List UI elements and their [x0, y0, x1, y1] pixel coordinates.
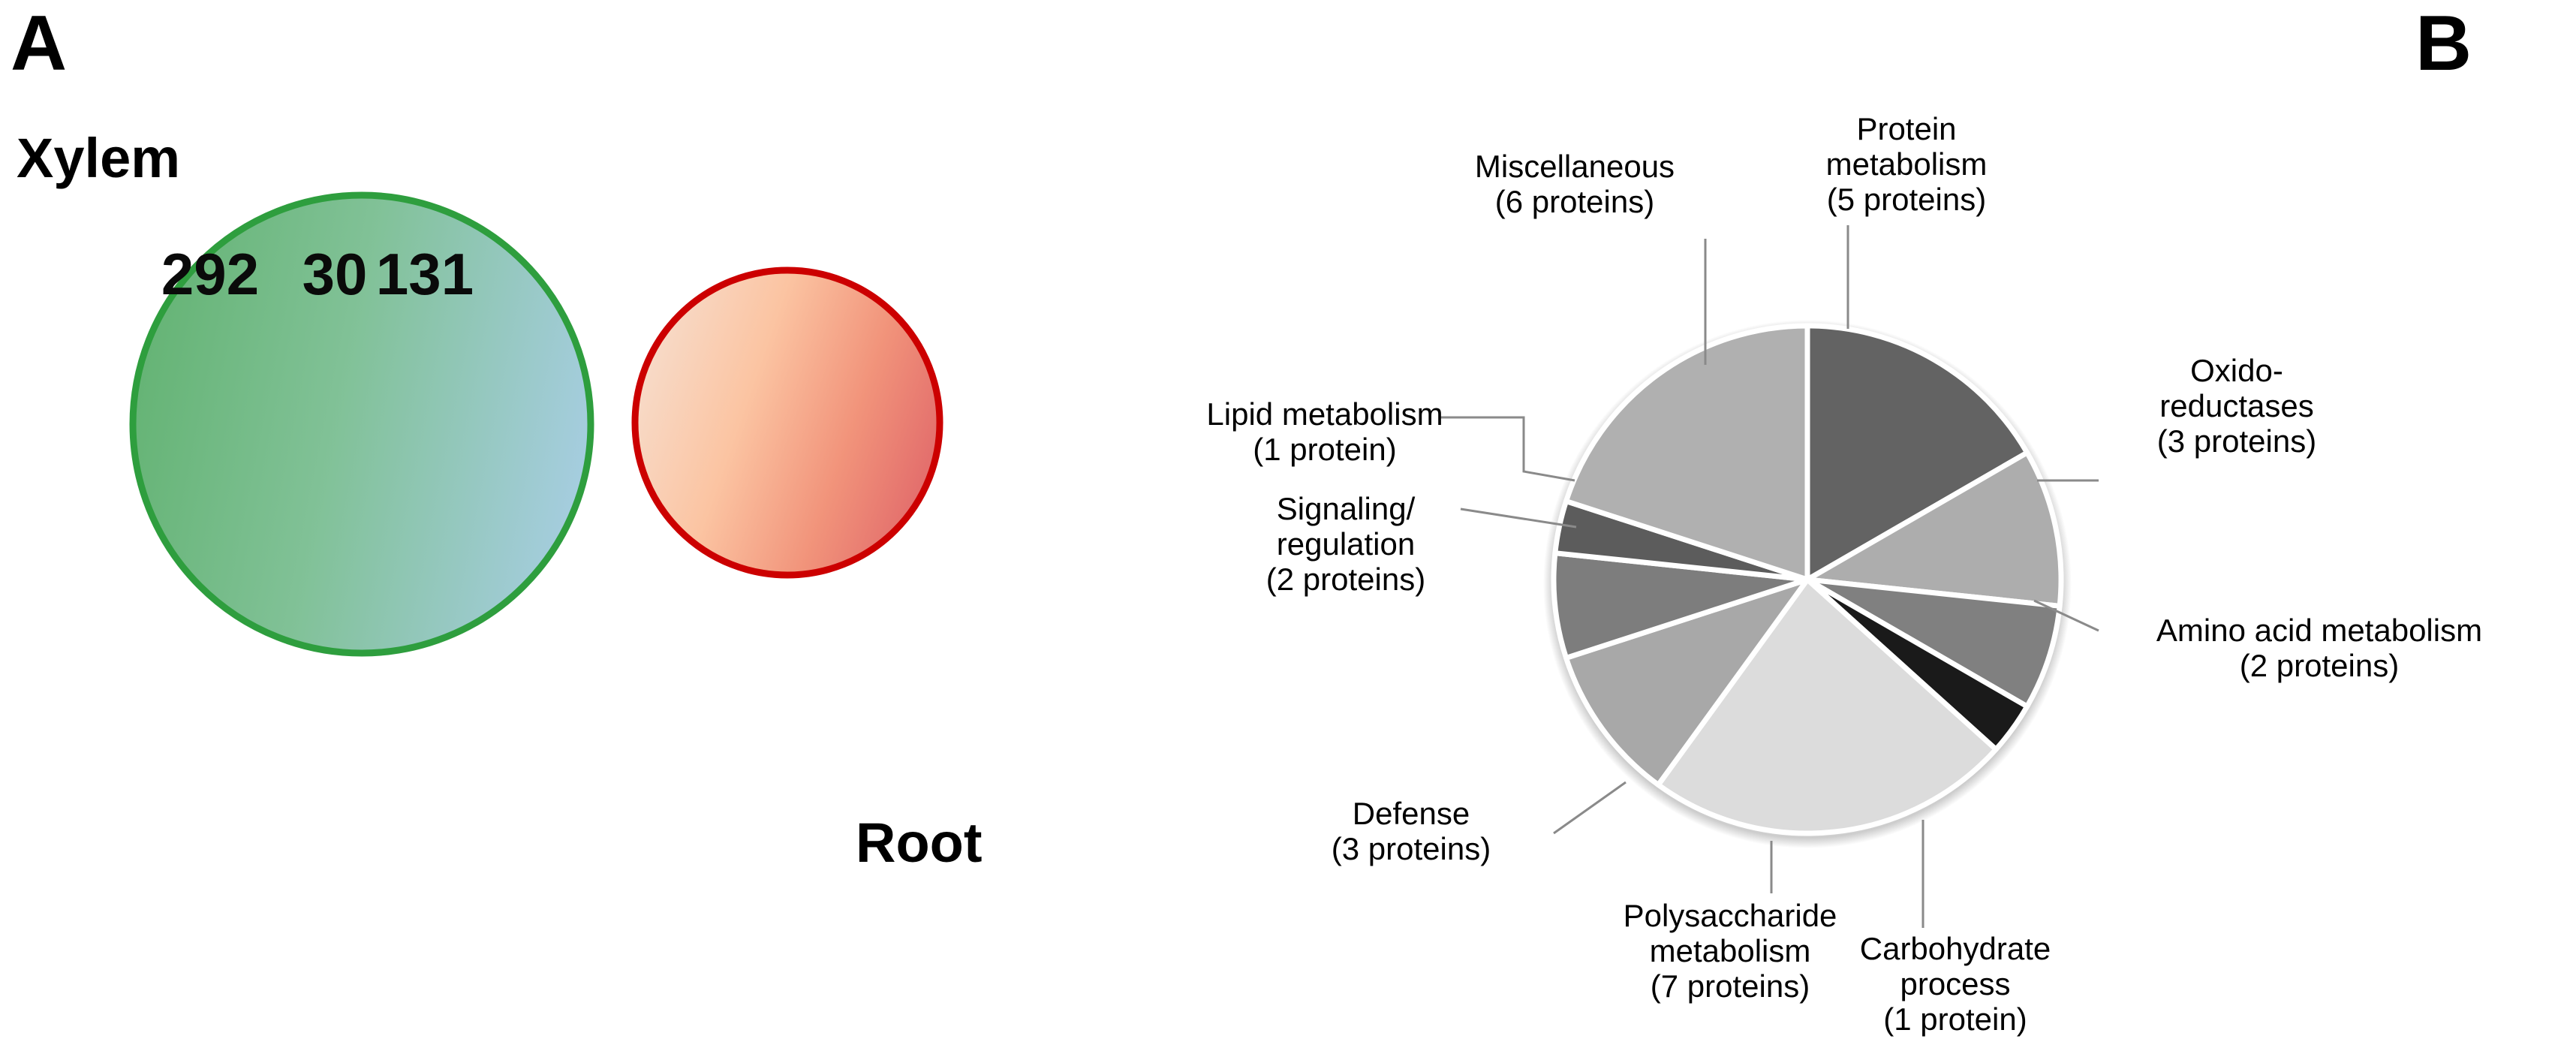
- pie-label-signaling-regulation-count: (2 proteins): [1265, 562, 1426, 598]
- pie-slice-polysaccharide-metabolism: [1655, 577, 1999, 836]
- pie-label-carbohydrate-process-name-line2: process: [1900, 966, 2011, 1002]
- pie-label-polysaccharide-metabolism-count: (7 proteins): [1650, 968, 1810, 1004]
- pie-label-lipid-metabolism-count: (1 protein): [1253, 432, 1397, 468]
- leader-line-signaling-regulation: [1460, 507, 1577, 529]
- pie-label-protein-metabolism-name-line2: metabolism: [1825, 146, 1988, 182]
- pie-label-polysaccharide-metabolism-name-line2: metabolism: [1649, 933, 1811, 969]
- venn-svg: [129, 191, 943, 657]
- venn-circle-root: [631, 267, 943, 579]
- venn-circle-xylem: [129, 191, 594, 657]
- pie-label-miscellaneous-name: Miscellaneous: [1474, 149, 1675, 184]
- pie-label-polysaccharide-metabolism: Polysaccharide metabolism (7 proteins): [1554, 898, 1906, 1004]
- pie-label-oxidoreductases-count: (3 proteins): [2156, 423, 2317, 459]
- venn-count-intersection: 30: [302, 241, 368, 307]
- leader-line-defense: [1553, 781, 1627, 835]
- pie-label-amino-acid-metabolism-count: (2 proteins): [2239, 648, 2400, 684]
- panel-a-venn-diagram: A Xylem Root 292 30 131: [0, 0, 1201, 1045]
- leader-line-lipid-metabolism: [1440, 416, 1575, 482]
- pie-label-oxidoreductases: Oxido- reductases (3 proteins): [2094, 353, 2379, 459]
- pie-label-signaling-regulation-name-line2: regulation: [1276, 526, 1416, 562]
- pie-slice-amino-acid-metabolism: [1804, 577, 2063, 709]
- pie-label-lipid-metabolism-name: Lipid metabolism: [1206, 396, 1443, 432]
- pie-slice-oxido-reductases: [1804, 450, 2064, 609]
- pie-svg: [1440, 225, 2099, 928]
- panel-b-letter: B: [2415, 0, 2472, 87]
- pie-label-carbohydrate-process-count: (1 protein): [1883, 1001, 2027, 1037]
- pie-slice-defense: [1563, 577, 1810, 788]
- venn-set-label-xylem: Xylem: [17, 127, 181, 189]
- pie-label-lipid-metabolism: Lipid metabolism (1 protein): [1201, 396, 1449, 467]
- pie-label-defense-count: (3 proteins): [1331, 831, 1491, 867]
- pie-label-signaling-regulation: Signaling/ regulation (2 proteins): [1222, 491, 1470, 597]
- pie-label-signaling-regulation-name-line1: Signaling/: [1276, 491, 1416, 526]
- panel-b-pie-chart: B Miscellaneous (6 protein: [1201, 0, 2576, 1045]
- pie-slice-signaling-regulation: [1551, 550, 1810, 661]
- pie-label-amino-acid-metabolism-name: Amino acid metabolism: [2156, 613, 2483, 648]
- pie-label-miscellaneous-count: (6 proteins): [1494, 184, 1655, 220]
- leader-line-amino-acid-metabolism: [2033, 599, 2099, 632]
- pie-label-oxidoreductases-name-line1: Oxido-: [2190, 353, 2283, 388]
- pie-label-protein-metabolism-name-line1: Protein: [1856, 111, 1957, 146]
- panel-a-letter: A: [11, 0, 67, 87]
- pie-label-defense: Defense (3 proteins): [1268, 796, 1554, 866]
- pie-slice-protein-metabolism: [1804, 323, 2030, 583]
- pie-label-carbohydrate-process: Carbohydrate process (1 protein): [1794, 931, 2117, 1037]
- venn-count-root-only: 131: [375, 241, 474, 307]
- pie-label-oxidoreductases-name-line2: reductases: [2159, 388, 2314, 424]
- venn-count-xylem-only: 292: [161, 241, 260, 307]
- pie-label-protein-metabolism-count: (5 proteins): [1826, 182, 1987, 218]
- pie-slice-miscellaneous: [1563, 323, 1810, 583]
- pie-slice-group: [1551, 323, 2064, 836]
- pie-label-defense-name: Defense: [1352, 796, 1470, 831]
- pie-leader-lines: [1440, 225, 2099, 928]
- pie-label-polysaccharide-metabolism-name-line1: Polysaccharide: [1623, 898, 1837, 933]
- venn-set-label-root: Root: [856, 812, 983, 874]
- pie-label-amino-acid-metabolism: Amino acid metabolism (2 proteins): [2087, 613, 2552, 683]
- pie-label-protein-metabolism: Protein metabolism (5 proteins): [1726, 111, 2087, 217]
- pie-label-miscellaneous: Miscellaneous (6 proteins): [1372, 149, 1777, 219]
- pie-label-carbohydrate-process-name-line1: Carbohydrate: [1859, 931, 2051, 966]
